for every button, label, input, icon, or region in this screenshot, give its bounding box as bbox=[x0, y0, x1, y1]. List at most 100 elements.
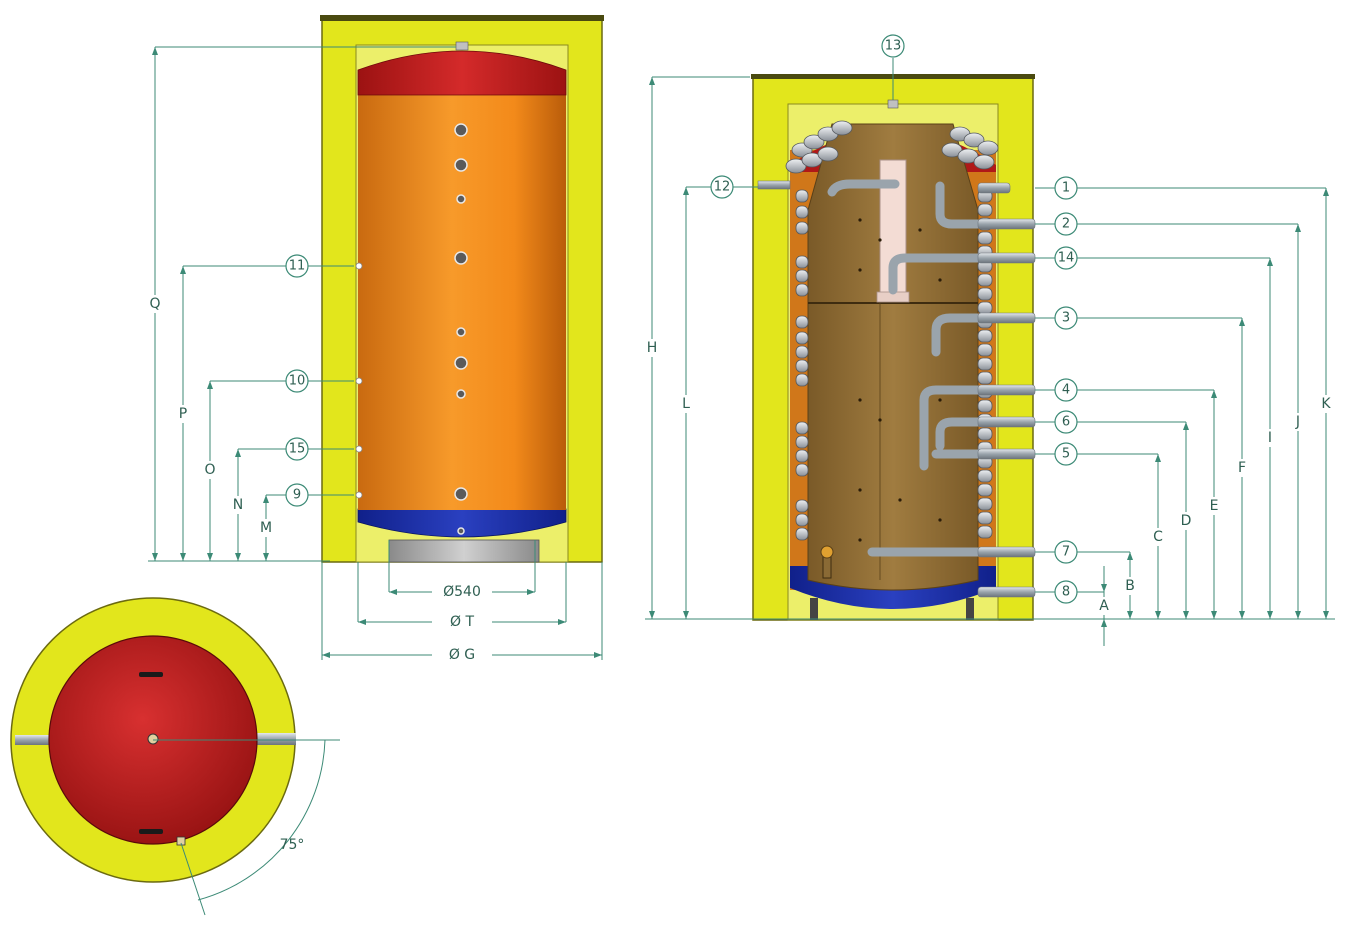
pipe-stub-left bbox=[757, 180, 791, 190]
front-insulation-top-edge bbox=[320, 15, 604, 21]
section-dim-k-head bbox=[1323, 188, 1329, 196]
front-connection-9-text: 9 bbox=[293, 488, 301, 503]
section-dim-label-b: B bbox=[1125, 578, 1135, 594]
front-dim-label-m: M bbox=[260, 520, 272, 536]
coil-tube-left bbox=[795, 421, 809, 435]
interior-rivet bbox=[938, 278, 942, 282]
front-diameter-label-2: Ø G bbox=[449, 647, 475, 663]
top-side-port bbox=[176, 836, 186, 846]
section-dim-j-tail bbox=[1295, 611, 1301, 619]
coil-tube-right bbox=[977, 483, 993, 497]
section-connection-5: 5 bbox=[1054, 442, 1078, 466]
section-dim-i-tail bbox=[1267, 611, 1273, 619]
coil-tube-left bbox=[795, 189, 809, 203]
pipe-stub-9 bbox=[977, 586, 1036, 598]
front-port-dot bbox=[456, 194, 466, 204]
section-connection-4: 4 bbox=[1054, 378, 1078, 402]
front-dim-label-o: O bbox=[204, 462, 215, 478]
front-connection-9: 9 bbox=[285, 483, 309, 507]
pipe-stub-2 bbox=[977, 218, 1036, 230]
section-connection-12: 12 bbox=[710, 175, 734, 199]
front-top-nipple bbox=[455, 41, 469, 51]
front-dim-q-head bbox=[152, 47, 158, 55]
front-dim-label-n: N bbox=[233, 497, 243, 513]
pipe-stub-3 bbox=[977, 252, 1036, 264]
coil-tube-dome bbox=[803, 134, 825, 150]
section-connection-7-text: 7 bbox=[1062, 545, 1070, 560]
front-diameter-label-0: Ø540 bbox=[443, 584, 481, 600]
interior-rivet bbox=[938, 518, 942, 522]
front-diameter-dim-0-tail bbox=[527, 589, 535, 595]
front-side-port bbox=[355, 491, 363, 499]
front-port-dot bbox=[454, 487, 468, 501]
coil-tube-right bbox=[977, 525, 993, 539]
section-dim-f-head bbox=[1239, 318, 1245, 326]
coil-tube-left bbox=[795, 315, 809, 329]
interior-rivet bbox=[858, 268, 862, 272]
section-dim-b-tail bbox=[1127, 611, 1133, 619]
front-connection-10: 10 bbox=[285, 369, 309, 393]
section-connection-6: 6 bbox=[1054, 410, 1078, 434]
section-connection-2: 2 bbox=[1054, 212, 1078, 236]
front-diameter-dim-2-head bbox=[322, 652, 330, 658]
angle-ref-line-2 bbox=[180, 842, 206, 916]
front-base-ring bbox=[388, 539, 540, 563]
coil-tube-right bbox=[977, 231, 993, 245]
top-lug-upper bbox=[139, 672, 163, 677]
interior-rivet bbox=[858, 218, 862, 222]
section-dim-label-j: J bbox=[1295, 414, 1300, 430]
interior-rivet bbox=[938, 398, 942, 402]
pipe-internal-6 bbox=[935, 417, 983, 451]
section-dim-label-h: H bbox=[647, 340, 658, 356]
section-dim-h-head bbox=[649, 77, 655, 85]
coil-tube-right bbox=[977, 329, 993, 343]
front-port-dot bbox=[456, 327, 466, 337]
front-connection-10-circle bbox=[285, 369, 309, 393]
front-connection-11-text: 11 bbox=[289, 259, 306, 274]
front-diameter-dim-0-head bbox=[389, 589, 397, 595]
pipe-internal-1 bbox=[827, 179, 900, 197]
front-view bbox=[320, 15, 604, 563]
front-dim-n-tail bbox=[235, 553, 241, 561]
section-foot-right bbox=[966, 598, 974, 620]
front-diameter-dim-1-head bbox=[358, 619, 366, 625]
coil-tube-dome bbox=[817, 146, 839, 162]
top-lug-lower bbox=[139, 829, 163, 834]
front-dim-label-n-bg bbox=[231, 496, 245, 514]
section-dim-label-d-bg bbox=[1179, 512, 1193, 530]
section-dim-label-f-bg bbox=[1235, 459, 1249, 477]
coil-tube-right bbox=[977, 301, 993, 315]
interior-rivet bbox=[918, 228, 922, 232]
section-dim-label-i: I bbox=[1268, 430, 1272, 446]
coil-tube-left bbox=[795, 221, 809, 235]
front-dim-label-q-bg bbox=[148, 295, 162, 313]
section-dim-label-c-bg bbox=[1151, 528, 1165, 546]
front-dim-p-tail bbox=[180, 553, 186, 561]
section-dim-label-b-bg bbox=[1123, 577, 1137, 595]
section-dim-label-k: K bbox=[1321, 396, 1331, 412]
front-top-cap bbox=[357, 50, 567, 96]
internal-pipes bbox=[827, 179, 995, 557]
pipe-stub-8 bbox=[977, 546, 1036, 558]
coil-tube-right bbox=[977, 399, 993, 413]
front-dim-o-head bbox=[207, 381, 213, 389]
section-dim-d-head bbox=[1183, 422, 1189, 430]
section-dim-label-a-bg bbox=[1097, 597, 1111, 615]
top-view: 75° bbox=[10, 597, 340, 916]
front-diameter-bg-0 bbox=[432, 582, 492, 602]
front-port-dot bbox=[454, 158, 468, 172]
pipe-stub-1 bbox=[977, 182, 1011, 194]
top-pipe-left bbox=[15, 735, 55, 745]
coil-tube-right bbox=[977, 371, 993, 385]
coil-tube-left bbox=[795, 449, 809, 463]
section-connection-6-text: 6 bbox=[1062, 415, 1070, 430]
front-tank-shell bbox=[358, 93, 566, 510]
interior-rivet bbox=[858, 538, 862, 542]
front-dim-label-o-bg bbox=[203, 461, 217, 479]
front-dim-m-head bbox=[263, 495, 269, 503]
coil-tube-dome bbox=[973, 154, 995, 170]
front-connection-11: 11 bbox=[285, 254, 309, 278]
